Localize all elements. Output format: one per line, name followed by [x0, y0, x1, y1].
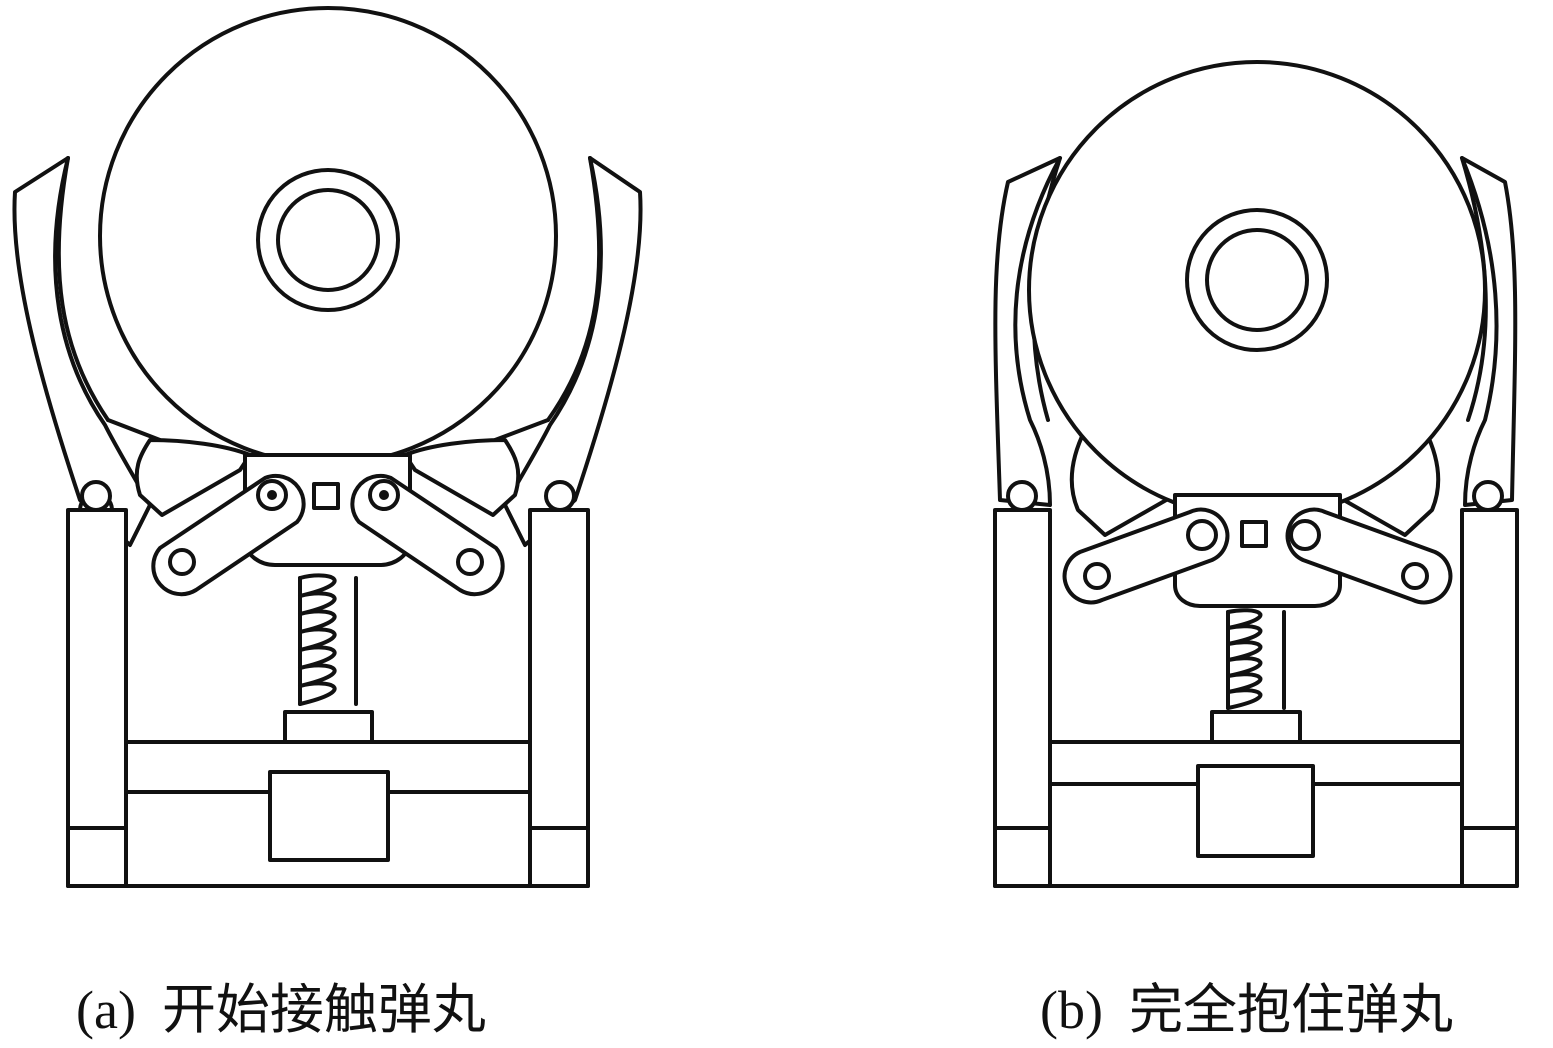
caption-b-label: (b) — [1040, 980, 1103, 1040]
projectile-hub-inner-b — [1205, 228, 1309, 332]
right-link-b — [1285, 507, 1453, 605]
slider-square-pin-b — [1240, 520, 1268, 548]
base-center-block-a — [268, 770, 390, 862]
projectile-hub-outer-b — [1185, 208, 1329, 352]
caption-a-text: 开始接触弹丸 — [161, 978, 486, 1041]
projectile-hub-inner — [276, 188, 380, 292]
spring-a — [298, 573, 358, 706]
right-finger-b — [1460, 156, 1518, 507]
left-finger-b — [993, 156, 1062, 507]
projectile-hub-outer — [256, 168, 400, 312]
caption-b-text: 完全抱住弹丸 — [1128, 978, 1453, 1041]
projectile-outer — [98, 6, 558, 466]
left-post-pin-b — [1006, 480, 1038, 512]
caption-b: (b) 完全抱住弹丸 — [1040, 975, 1453, 1045]
panel-a-gripper — [12, 6, 643, 888]
left-post-pin — [80, 480, 112, 512]
right-post-pin-b — [1472, 480, 1504, 512]
spring-b — [1226, 608, 1286, 710]
slider-square-pin — [312, 482, 340, 510]
left-post — [66, 508, 128, 888]
right-post-pin — [544, 480, 576, 512]
left-link — [151, 473, 306, 597]
projectile-outer-b — [1027, 60, 1487, 520]
panel-b-gripper — [993, 60, 1519, 888]
base-center-block-b — [1196, 764, 1315, 858]
caption-a-label: (a) — [76, 980, 136, 1040]
right-link — [350, 473, 505, 597]
left-finger — [12, 156, 152, 547]
left-link-b — [1062, 507, 1230, 605]
caption-a: (a) 开始接触弹丸 — [76, 975, 486, 1045]
